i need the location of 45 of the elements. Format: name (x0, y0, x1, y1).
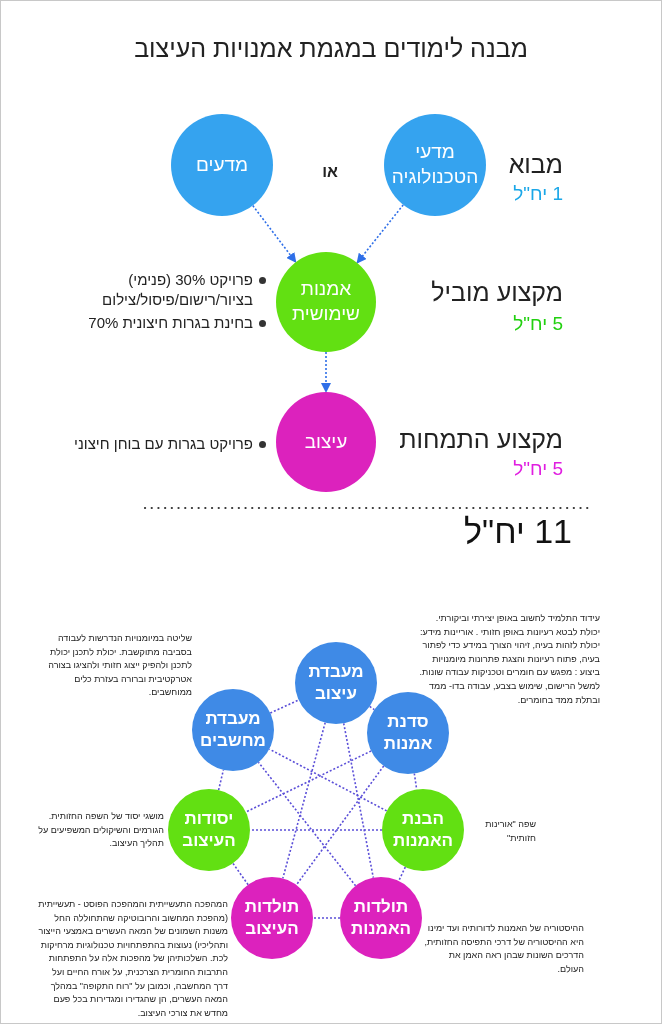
connector-line (232, 862, 249, 886)
description-text: שליטה במיומנויות הנדרשות לעבודה בסביבה מתוקשבת. יכולת לתכנן יכולת לתכנן ולהפיק ייצוג חזותי ולהציגו בצורה אטרקטיבית וברורה בעזרת כלים ממוחשבים. (47, 632, 192, 700)
subject-circle: תולדות העיצוב (231, 877, 313, 959)
subject-circle: מעבדת מחשבים (192, 689, 274, 771)
level-label: מבוא (508, 150, 563, 179)
arrow (356, 204, 404, 264)
subject-circle: אמנות שימושית (276, 252, 376, 352)
level-label: 5 יח"ל (513, 313, 563, 335)
level-label: מקצוע התמחות (399, 425, 563, 454)
subject-circle: מדעי הטכנולוגיה (384, 114, 486, 216)
connector-line (257, 761, 357, 887)
connector-line (282, 721, 326, 880)
connector-line (342, 722, 375, 879)
level-label: 5 יח"ל (513, 458, 563, 480)
connector-line (269, 699, 300, 714)
connector-line (397, 866, 407, 882)
connector-line (217, 769, 225, 791)
connector-line (249, 829, 383, 831)
connector-line (295, 765, 385, 886)
level-label: 11 יח"ל (464, 512, 572, 551)
connector-line (368, 705, 376, 711)
connector-line (268, 748, 388, 812)
bullet-text: בחינת בגרות חיצונית 70% (87, 313, 253, 333)
bullet-text: פרויקט 30% (פנימי) בציור/רישום/פיסול/צילום (101, 270, 253, 310)
subject-circle: יסודות העיצוב (168, 789, 250, 871)
connector-line (245, 750, 372, 813)
title: מבנה לימודים במגמת אמנויות העיצוב (133, 34, 529, 63)
description-text: ההיסטוריה של האמנות לדורותיה ועד ימינו היא ההיסטוריה של דרכי התפיסה החזותית, הדרכים השונות שבהן ראה האמן את העולם. (424, 922, 584, 976)
level-label: 1 יח"ל (513, 183, 563, 205)
subject-circle: סדנת אמנות (367, 692, 449, 774)
subject-circle: מעבדת עיצוב (295, 642, 377, 724)
subject-circle: תולדות האמנות (340, 877, 422, 959)
description-text: שפה "אורינות חזותית" (484, 818, 536, 845)
connector-line (312, 917, 341, 919)
subject-circle: עיצוב (276, 392, 376, 492)
subject-circle: מדעים (171, 114, 273, 216)
or-label: או (321, 163, 339, 181)
bullet-text: פרויקט בגרות עם בוחן חיצוני (73, 434, 253, 454)
arrow (252, 204, 297, 263)
arrow (321, 351, 331, 393)
description-text: מושגי יסוד של השפה החזותית. הגורמים והשיקולים המשפיעים על תהליך העיצוב. (37, 810, 164, 851)
connector-line (413, 772, 418, 791)
subject-circle: הבנת האמנות (382, 789, 464, 871)
level-label: מקצוע מוביל (431, 278, 563, 307)
description-text: המהפכה התעשייתית והמהפכה הפוסט - תעשייתית (מהפכת המחשוב והרובוטיקה שהתחוללה החל משנות השמונים של המאה העשרים באמצעי הייצור ותהליכיו) נעוצות בהתפתחויות טכנולוגיות מרחיקות לכת. השלכותיהן של מהפכות אלה על התפתחות התרבות החומרית הצרכנית, על אורח החיים ועל דרך המחשבה, וכמובן על "רוח התקופה" במהלך המאה העשרים, הן שהגדירו ומגדירות בכל פעם מחדש את צורכי העיצוב. (38, 898, 228, 1020)
